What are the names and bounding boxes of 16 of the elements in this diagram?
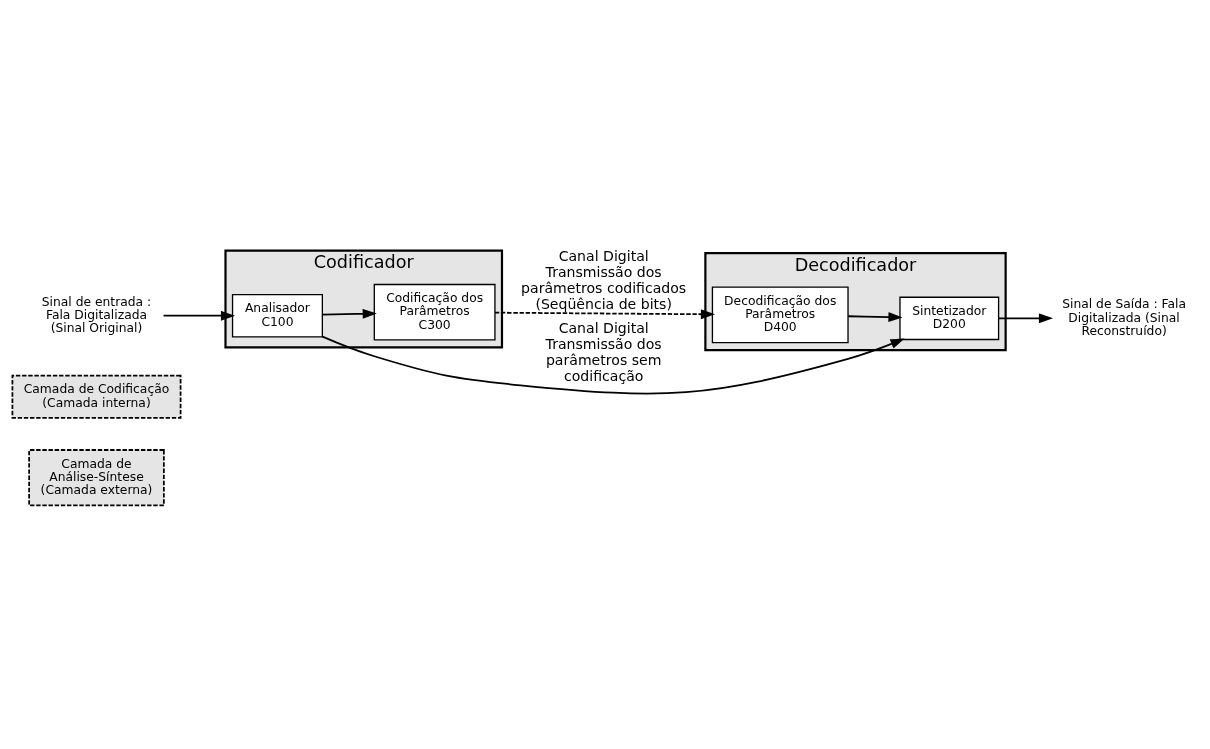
arrow <box>997 313 1053 324</box>
node-box: Analisador C100 <box>231 293 323 338</box>
node-box: Camada de Codificação (Camada interna) <box>11 374 182 419</box>
arrow <box>162 310 236 321</box>
node-box: Camada de Análise-Síntese (Camada externa) <box>28 449 165 507</box>
arrow <box>847 312 903 323</box>
node-text: Sinal de entrada : Fala Digitalizada (Sinal Original) <box>41 294 152 336</box>
arrow <box>321 308 377 319</box>
arrow <box>494 309 715 320</box>
node-box: Decodificação dos Parâmetros D400 <box>711 286 849 344</box>
arrow <box>321 335 905 395</box>
edge-label: Canal Digital Transmissão dos parâmetros sem codificação <box>545 320 662 384</box>
node-box: Sintetizador D200 <box>899 296 1000 341</box>
node-box: Codificação dos Parâmetros C300 <box>373 283 496 341</box>
node-text: Sinal de Saída : Fala Digitalizada (Sinal Reconstruído) <box>1062 297 1186 338</box>
edge-label: Canal Digital Transmissão dos parâmetros codificados (Seqüência de bits) <box>521 247 687 312</box>
